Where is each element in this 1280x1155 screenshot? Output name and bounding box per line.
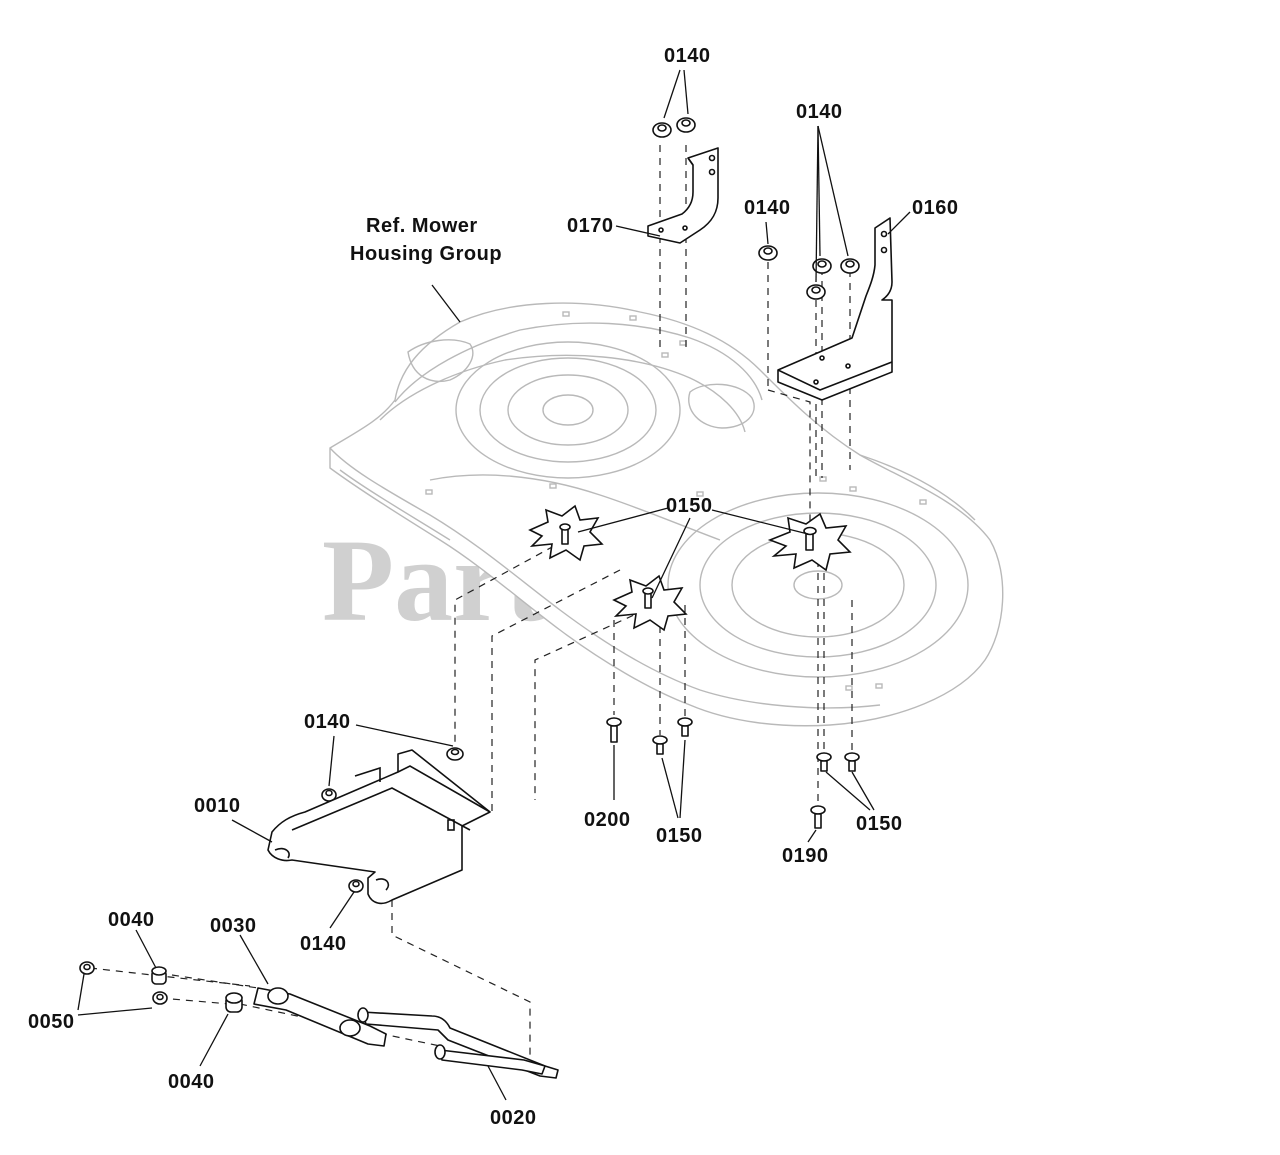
bracket-0170 (647, 147, 719, 244)
callout-0040-bottom: 0040 (168, 1071, 215, 1093)
mower-housing-outline (329, 302, 1004, 727)
bolt-icon (810, 805, 826, 829)
nut-icon (676, 117, 696, 133)
bolt-icon (652, 735, 668, 755)
bracket-0160 (777, 217, 893, 401)
reference-label-line2: Housing Group (350, 243, 502, 265)
bushings (79, 961, 243, 1013)
callout-0150-center: 0150 (666, 495, 713, 517)
callout-0140-top: 0140 (664, 45, 711, 67)
bushing-icon (225, 992, 243, 1013)
bolt-icon (803, 526, 817, 551)
bolts-below-deck (606, 717, 860, 829)
bushing-icon (151, 966, 167, 985)
callout-0140-left: 0140 (304, 711, 351, 733)
nut-icon (812, 258, 832, 274)
bushing-icon (79, 961, 95, 975)
nut-icon (806, 284, 826, 300)
nut-icon (758, 245, 778, 261)
leader-lines (77, 69, 911, 1101)
nut-icon (840, 258, 860, 274)
callout-0140-mid: 0140 (744, 197, 791, 219)
bolt-icon (844, 752, 860, 772)
hitch-rods (253, 987, 559, 1079)
bolt-icon (642, 587, 654, 609)
deck-holes (425, 311, 927, 691)
bushing-icon (152, 991, 168, 1005)
callout-0160: 0160 (912, 197, 959, 219)
callout-0150-lower: 0150 (656, 825, 703, 847)
callout-0200: 0200 (584, 809, 631, 831)
nut-icon (652, 122, 672, 138)
callout-0020: 0020 (490, 1107, 537, 1129)
callout-0190: 0190 (782, 845, 829, 867)
bolt-icon (606, 717, 622, 743)
nut-icon (446, 747, 464, 761)
nut-icon (348, 879, 364, 893)
bolt-icon (559, 523, 571, 545)
callout-0140-bottom: 0140 (300, 933, 347, 955)
hitch-bracket-0010 (267, 749, 491, 905)
callout-labels: Ref. Mower Housing Group 0140 0170 0140 … (28, 45, 959, 1129)
flange-nuts (321, 117, 860, 893)
reference-label-line1: Ref. Mower (366, 215, 478, 237)
bolt-icon (677, 717, 693, 737)
callout-0010: 0010 (194, 795, 241, 817)
bolt-icon (816, 752, 832, 772)
callout-0040-top: 0040 (108, 909, 155, 931)
hidden-bolt-bursts (528, 504, 852, 632)
callout-0050: 0050 (28, 1011, 75, 1033)
callout-0150-right: 0150 (856, 813, 903, 835)
callout-0170: 0170 (567, 215, 614, 237)
callout-0030: 0030 (210, 915, 257, 937)
callout-0140-right: 0140 (796, 101, 843, 123)
assembly-dash-lines (89, 145, 853, 1055)
